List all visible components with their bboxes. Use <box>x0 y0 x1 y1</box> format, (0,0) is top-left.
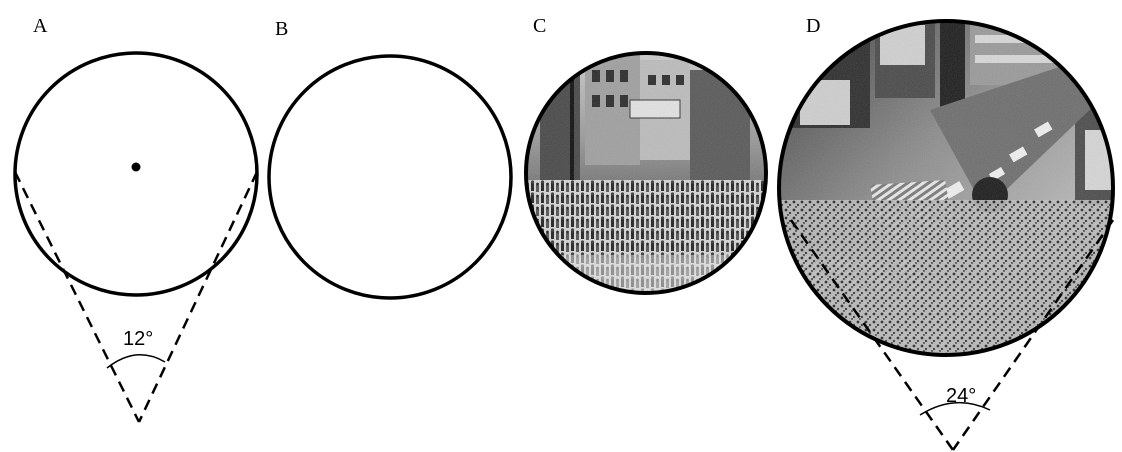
panel-a-angle-arc <box>107 355 165 368</box>
panel-d-angle-label: 24° <box>946 385 976 407</box>
panel-b-label: B <box>275 18 288 40</box>
panel-a-angle-label: 12° <box>123 328 153 350</box>
panel-b-circle <box>269 56 511 298</box>
panel-a-label: A <box>33 15 48 37</box>
panel-a-center-dot <box>132 163 141 172</box>
panel-b: B <box>269 18 511 298</box>
panel-a-left-sightline <box>15 172 139 422</box>
panel-c: C <box>520 15 780 305</box>
panel-a-right-sightline <box>139 172 257 422</box>
panel-d-label: D <box>806 15 820 37</box>
panel-a: A 12° <box>15 15 257 422</box>
panel-c-label: C <box>533 15 546 37</box>
panel-a-circle <box>15 53 257 295</box>
panel-d: D <box>775 15 1120 450</box>
